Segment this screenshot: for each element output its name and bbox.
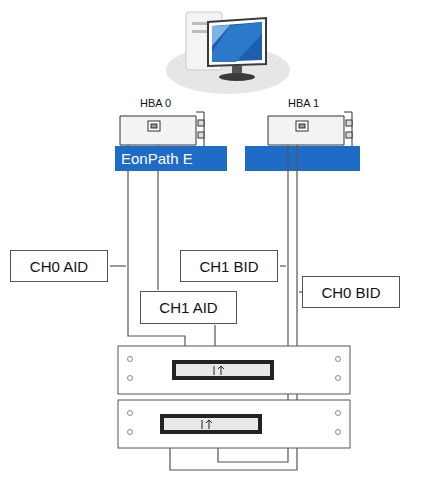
node-text: CH0 BID [321,284,380,301]
hba-card [268,112,352,150]
node-text: EonPath E [121,150,193,167]
node-text: CH1 BID [199,258,258,275]
storage-enclosure [118,346,350,394]
node-text: CH0 AID [30,258,88,275]
channel-label: CH1 AID [140,291,237,324]
channel-label: CH1 BID [180,250,278,282]
channel-label: CH0 BID [302,276,400,308]
driver-band [245,146,360,171]
driver-band: EonPath E [115,146,227,171]
node-text: CH1 AID [159,299,217,316]
card-label: HBA 1 [288,97,319,109]
hba-card [120,112,204,150]
storage-enclosure [118,400,350,448]
channel-label: CH0 AID [10,250,108,282]
card-label: HBA 0 [140,97,171,109]
computer-icon [166,12,290,94]
